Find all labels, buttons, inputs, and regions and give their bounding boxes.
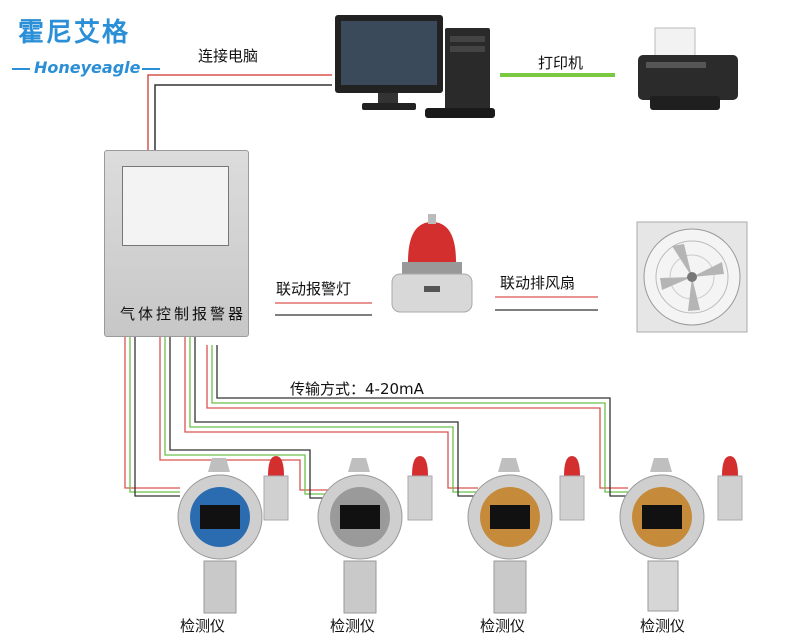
brand-underline-left: [12, 68, 30, 70]
controller-screen: [122, 166, 229, 246]
detector-wires: [124, 335, 628, 499]
detector-label-1: 检测仪: [180, 617, 226, 635]
detector-label-2: 检测仪: [330, 617, 376, 635]
detector-4: [619, 456, 743, 612]
detector-1: [177, 456, 289, 614]
transmission-label: 传输方式：4-20mA: [290, 380, 424, 398]
exhaust-fan-label: 联动排风扇: [500, 274, 576, 292]
printer-label: 打印机: [538, 54, 584, 72]
exhaust-fan-icon: [636, 221, 748, 333]
detector-2: [317, 456, 433, 614]
printer-icon: [638, 27, 738, 110]
computer-icon: [335, 15, 495, 118]
detector-label-4: 检测仪: [640, 617, 686, 635]
alarm-light-icon: [391, 214, 473, 313]
computer-wire: [147, 74, 332, 150]
detector-label-3: 检测仪: [480, 617, 526, 635]
controller-label: 气体控制报警器: [120, 305, 247, 323]
brand-underline-right: [142, 68, 160, 70]
computer-label: 连接电脑: [198, 47, 259, 65]
detector-3: [467, 456, 585, 614]
alarm-light-label: 联动报警灯: [276, 280, 352, 298]
brand-name-en: Honeyeagle: [34, 58, 141, 77]
brand-name-cn: 霍尼艾格: [18, 18, 131, 48]
